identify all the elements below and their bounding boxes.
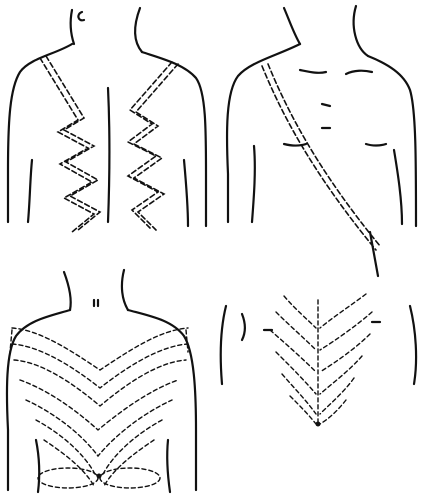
zigzag-right xyxy=(128,62,178,230)
diagonal-incision xyxy=(262,64,380,250)
torso-outline xyxy=(8,8,206,226)
panel-chest-v-lines xyxy=(7,270,196,492)
lower-loops xyxy=(38,468,160,488)
chest-v-outline xyxy=(7,270,196,492)
herringbone-left xyxy=(270,296,316,424)
panel-back-zigzag xyxy=(8,8,206,232)
panel-chest-diagonal xyxy=(227,6,416,276)
zigzag-left xyxy=(40,56,100,232)
herringbone-right xyxy=(320,294,372,424)
herringbone-center xyxy=(316,300,321,427)
chest-outline xyxy=(227,6,416,276)
panel-abdomen-herringbone xyxy=(221,294,416,427)
